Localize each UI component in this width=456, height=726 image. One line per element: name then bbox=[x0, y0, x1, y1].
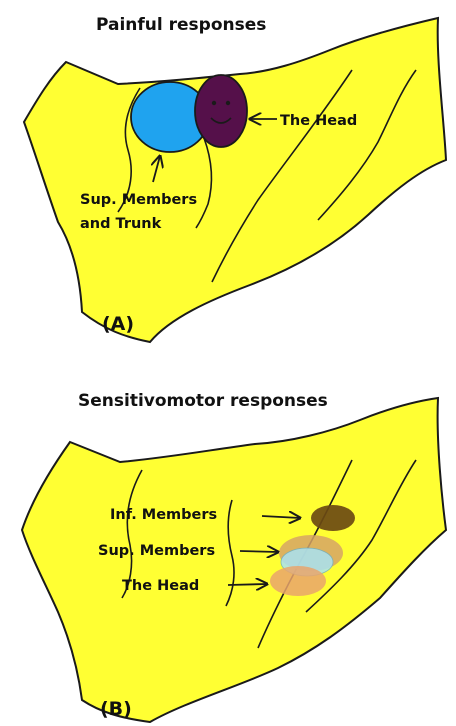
panel-b: Sensitivomotor responses Inf. Members Su… bbox=[22, 391, 446, 722]
label-inf-members-b: Inf. Members bbox=[110, 507, 217, 523]
head-response-area-b bbox=[270, 566, 326, 596]
label-the-head-a: The Head bbox=[280, 113, 357, 129]
panel-b-title: Sensitivomotor responses bbox=[78, 391, 328, 411]
panel-a-region-outline bbox=[24, 18, 446, 342]
label-sup-members-a: Sup. Members bbox=[80, 192, 197, 208]
arrow-to-head-b bbox=[228, 584, 267, 585]
panel-a: Painful responses The Head Sup. Members … bbox=[24, 15, 446, 342]
panel-b-region-outline bbox=[22, 398, 446, 722]
label-the-head-b: The Head bbox=[122, 578, 199, 594]
label-sup-members-b: Sup. Members bbox=[98, 543, 215, 559]
head-response-area bbox=[195, 75, 247, 147]
panel-b-letter: (B) bbox=[100, 698, 132, 720]
panel-a-letter: (A) bbox=[102, 313, 134, 335]
arrow-to-sup-members bbox=[240, 551, 278, 552]
panel-a-title: Painful responses bbox=[96, 15, 266, 35]
label-and-trunk-a: and Trunk bbox=[80, 216, 162, 232]
inf-members-response-area bbox=[311, 505, 355, 531]
